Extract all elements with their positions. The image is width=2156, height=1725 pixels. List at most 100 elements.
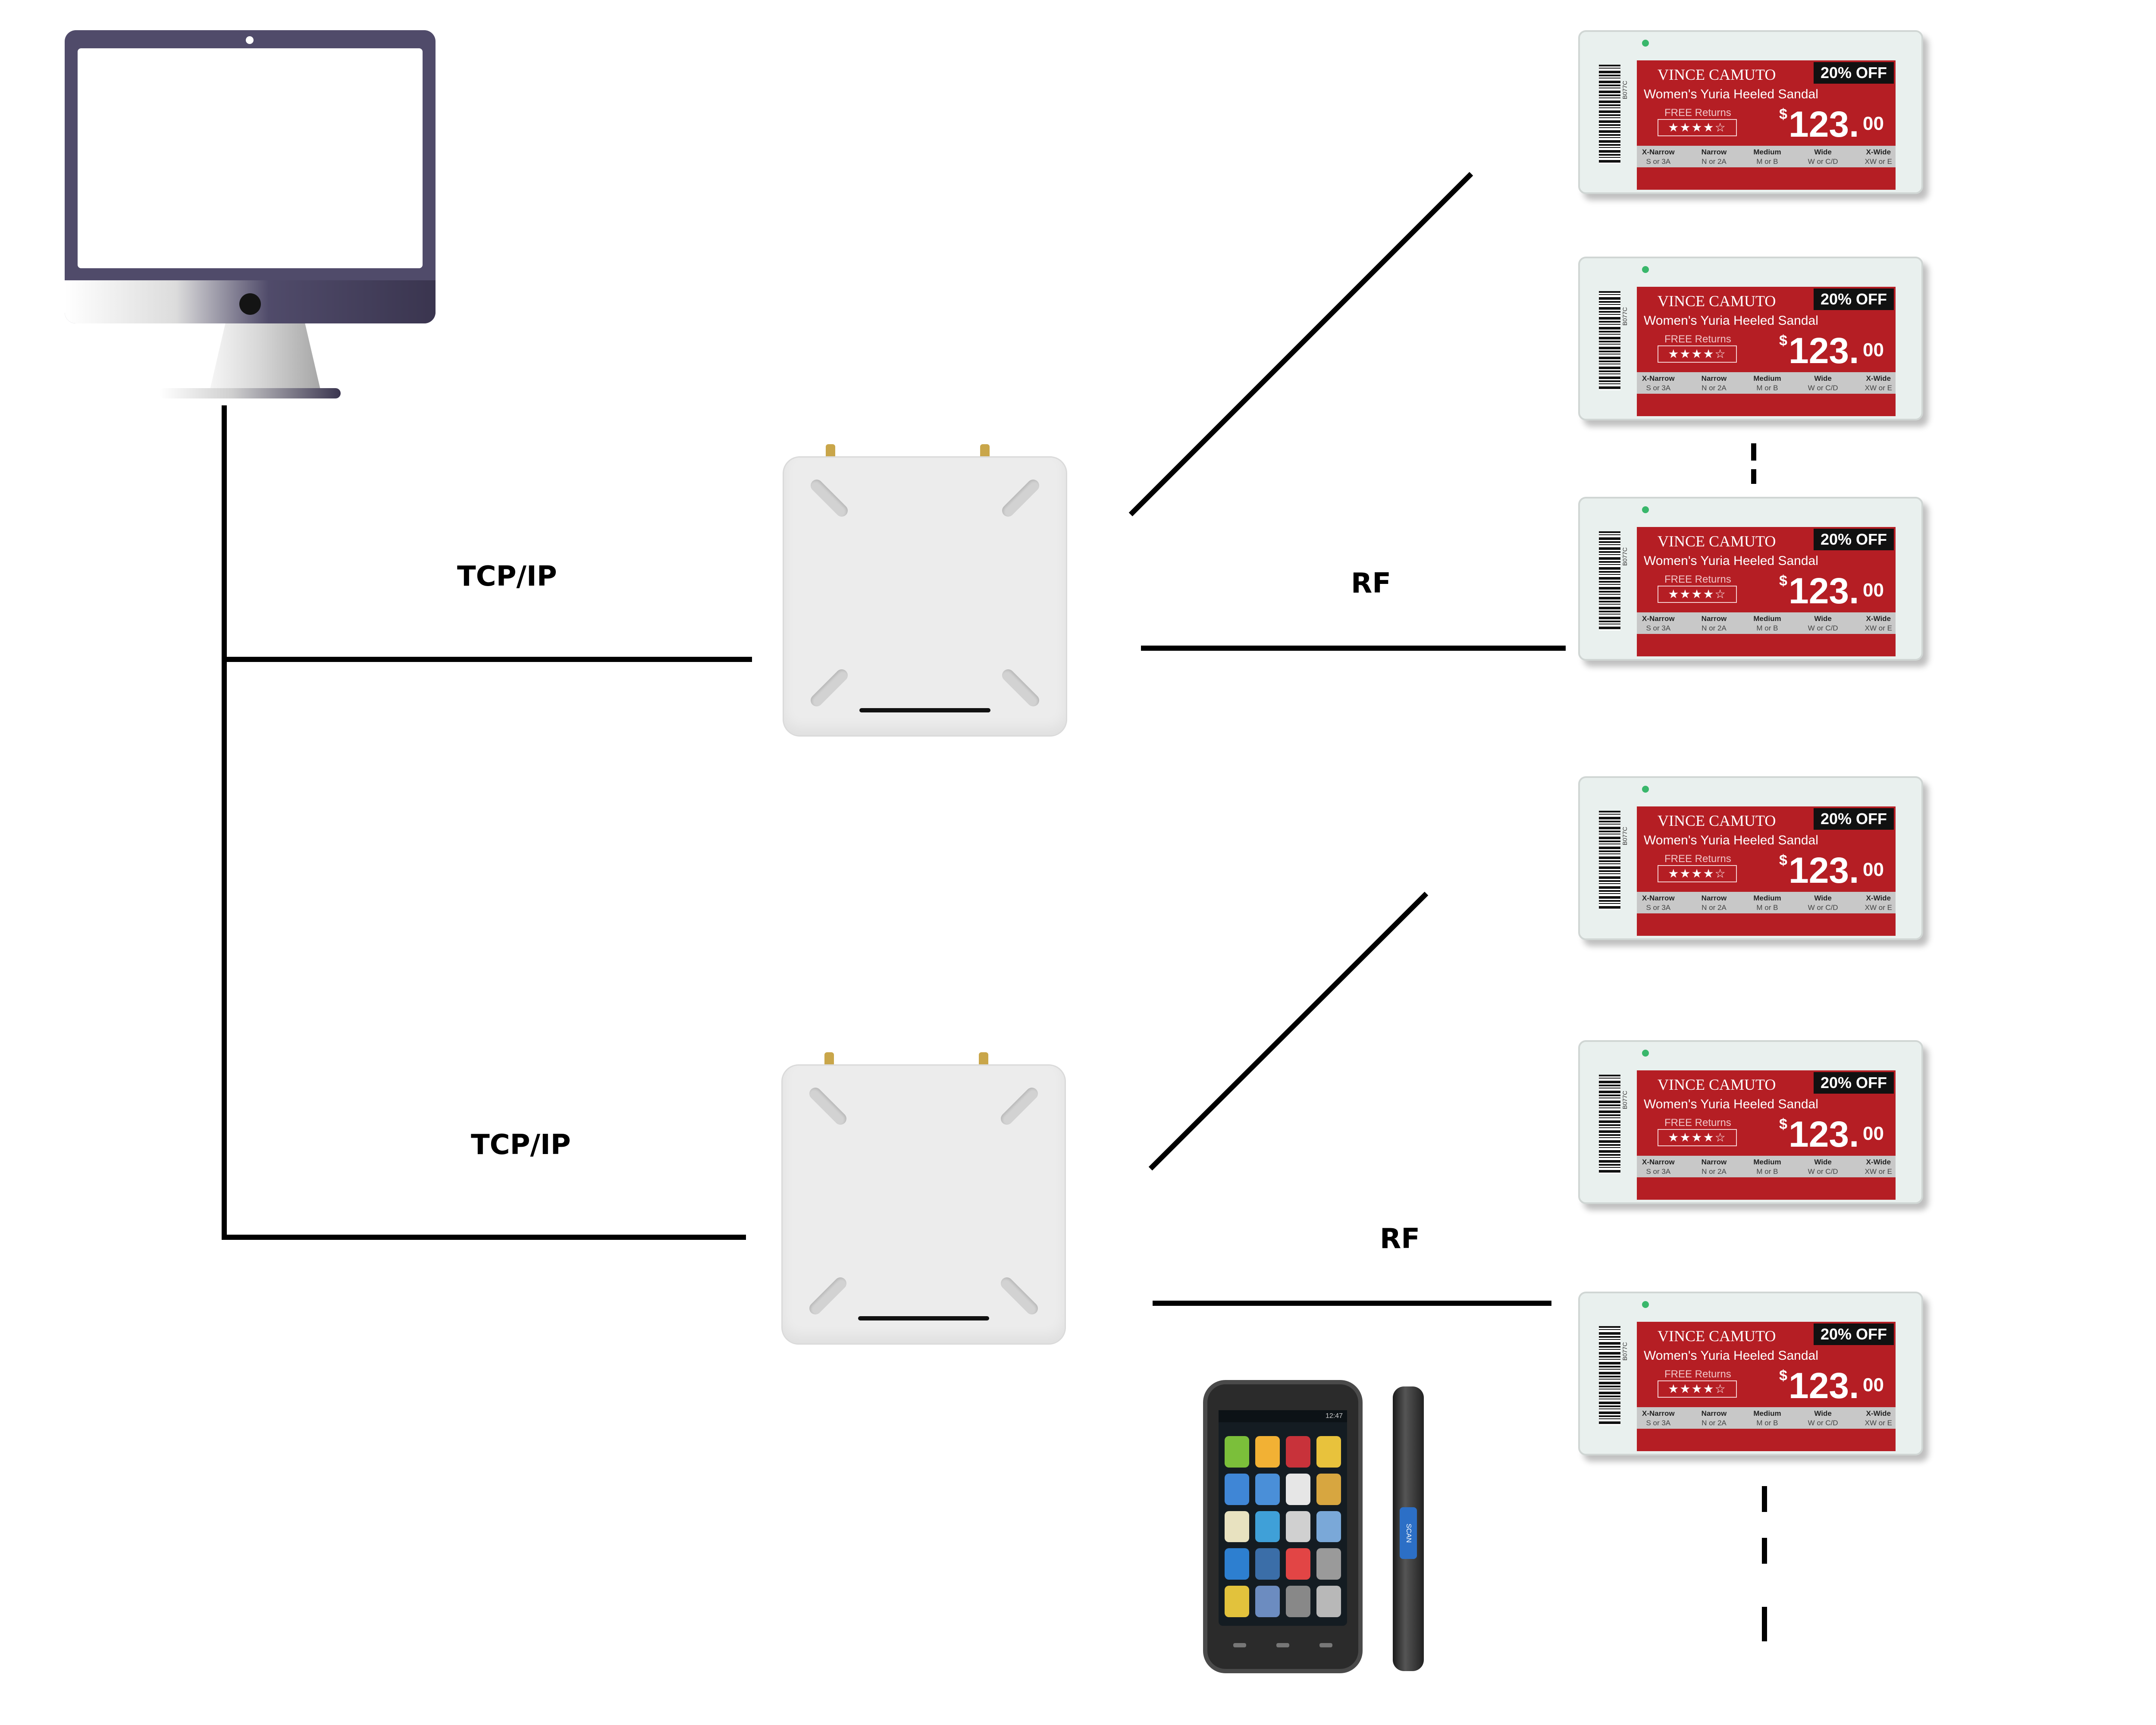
electronic-shelf-label: B077C VINCE CAMUTO 20% OFF Women's Yuria… [1578, 497, 1932, 669]
size-option: X-Narrow S or 3A [1642, 147, 1675, 166]
size-option: X-Wide XW or E [1865, 1409, 1892, 1428]
size-value: N or 2A [1702, 1167, 1727, 1176]
electronic-shelf-label: B077C VINCE CAMUTO 20% OFF Women's Yuria… [1578, 776, 1932, 949]
brand-name: VINCE CAMUTO [1658, 812, 1776, 829]
app-icon [1255, 1436, 1280, 1468]
size-name: Wide [1814, 615, 1832, 623]
monitor-stand [208, 323, 322, 397]
handheld-screen: 12:47 [1219, 1410, 1347, 1626]
app-icon [1255, 1473, 1280, 1505]
continuation-dash [1751, 469, 1756, 484]
status-led-icon [1642, 266, 1649, 273]
barcode-icon [1599, 1326, 1620, 1425]
size-option: Medium M or B [1753, 147, 1781, 166]
price-main: 123. [1789, 850, 1859, 891]
size-value: W or C/D [1808, 384, 1838, 392]
size-value: XW or E [1865, 903, 1892, 912]
size-option: X-Narrow S or 3A [1642, 374, 1675, 393]
product-name: Women's Yuria Heeled Sandal [1644, 554, 1818, 568]
size-value: N or 2A [1702, 624, 1727, 632]
app-icon [1316, 1511, 1341, 1543]
size-value: W or C/D [1808, 157, 1838, 166]
size-option: X-Wide XW or E [1865, 374, 1892, 393]
size-name: Narrow [1701, 615, 1727, 623]
size-value: XW or E [1865, 624, 1892, 632]
discount-badge: 20% OFF [1814, 1324, 1894, 1345]
product-name: Women's Yuria Heeled Sandal [1644, 1349, 1818, 1363]
barcode-code: B077C [1621, 827, 1628, 845]
size-value: N or 2A [1702, 157, 1727, 166]
scan-button: SCAN [1400, 1507, 1417, 1559]
returns-note: FREE Returns [1664, 333, 1731, 345]
app-icon [1286, 1586, 1310, 1617]
barcode-code: B077C [1621, 1342, 1628, 1361]
size-table: X-Narrow S or 3A Narrow N or 2A Medium M… [1642, 614, 1892, 633]
continuation-dash [1751, 443, 1756, 461]
monitor-camera-icon [246, 36, 254, 44]
electronic-shelf-label: B077C VINCE CAMUTO 20% OFF Women's Yuria… [1578, 1040, 1932, 1213]
rating-stars: ★★★★☆ [1658, 586, 1737, 603]
size-value: XW or E [1865, 1167, 1892, 1176]
size-name: Narrow [1701, 1158, 1727, 1166]
rating-stars: ★★★★☆ [1658, 1129, 1737, 1146]
barcode-icon [1599, 531, 1620, 630]
product-name: Women's Yuria Heeled Sandal [1644, 314, 1818, 328]
returns-note: FREE Returns [1664, 107, 1731, 119]
size-option: X-Wide XW or E [1865, 147, 1892, 166]
size-strip [1637, 372, 1896, 394]
size-option: X-Narrow S or 3A [1642, 614, 1675, 633]
size-value: W or C/D [1808, 624, 1838, 632]
currency-symbol: $ [1779, 1116, 1787, 1132]
currency-symbol: $ [1779, 573, 1787, 589]
monitor-logo-icon [239, 293, 261, 315]
size-table: X-Narrow S or 3A Narrow N or 2A Medium M… [1642, 1157, 1892, 1176]
discount-badge: 20% OFF [1814, 289, 1894, 310]
brand-name: VINCE CAMUTO [1658, 1076, 1776, 1093]
status-time: 12:47 [1219, 1410, 1347, 1422]
price-cents: 00 [1863, 580, 1884, 601]
continuation-dash [1762, 1486, 1767, 1512]
rating-stars: ★★★★☆ [1658, 1380, 1737, 1398]
product-name: Women's Yuria Heeled Sandal [1644, 833, 1818, 847]
size-name: X-Narrow [1642, 374, 1675, 383]
trunk-line [222, 405, 227, 1238]
size-name: Medium [1753, 148, 1781, 156]
app-icon [1225, 1436, 1249, 1468]
rf-gateway-bottom [781, 1052, 1066, 1346]
size-table: X-Narrow S or 3A Narrow N or 2A Medium M… [1642, 374, 1892, 393]
rf-label-top: RF [1351, 568, 1391, 599]
monitor-screen [78, 48, 423, 268]
size-name: Medium [1753, 615, 1781, 623]
tcpip-label-bottom: TCP/IP [471, 1129, 571, 1161]
size-name: X-Wide [1866, 1158, 1891, 1166]
size-value: M or B [1756, 384, 1778, 392]
size-option: Medium M or B [1753, 614, 1781, 633]
price-main: 123. [1789, 330, 1859, 371]
size-option: X-Wide XW or E [1865, 614, 1892, 633]
size-strip [1637, 892, 1896, 913]
size-name: Wide [1814, 1158, 1832, 1166]
handheld-side-view: SCAN [1393, 1386, 1424, 1671]
currency-symbol: $ [1779, 106, 1787, 122]
monitor-bezel [65, 30, 436, 323]
size-name: X-Wide [1866, 1409, 1891, 1418]
size-value: S or 3A [1646, 157, 1671, 166]
barcode-icon [1599, 811, 1620, 910]
discount-badge: 20% OFF [1814, 808, 1894, 830]
price-main: 123. [1789, 1365, 1859, 1406]
size-option: Wide W or C/D [1808, 147, 1838, 166]
size-name: X-Wide [1866, 615, 1891, 623]
app-icon [1286, 1436, 1310, 1468]
price-main: 123. [1789, 571, 1859, 611]
status-led-icon [1642, 1050, 1649, 1057]
gateway-status-bar [859, 708, 990, 712]
electronic-shelf-label: B077C VINCE CAMUTO 20% OFF Women's Yuria… [1578, 1292, 1932, 1464]
barcode-icon [1599, 65, 1620, 164]
nav-buttons [1233, 1643, 1332, 1652]
size-option: Narrow N or 2A [1702, 1409, 1727, 1428]
returns-note: FREE Returns [1664, 853, 1731, 865]
rating-stars: ★★★★☆ [1658, 865, 1737, 882]
rating-stars: ★★★★☆ [1658, 119, 1737, 136]
size-option: Wide W or C/D [1808, 1157, 1838, 1176]
size-value: S or 3A [1646, 903, 1671, 912]
